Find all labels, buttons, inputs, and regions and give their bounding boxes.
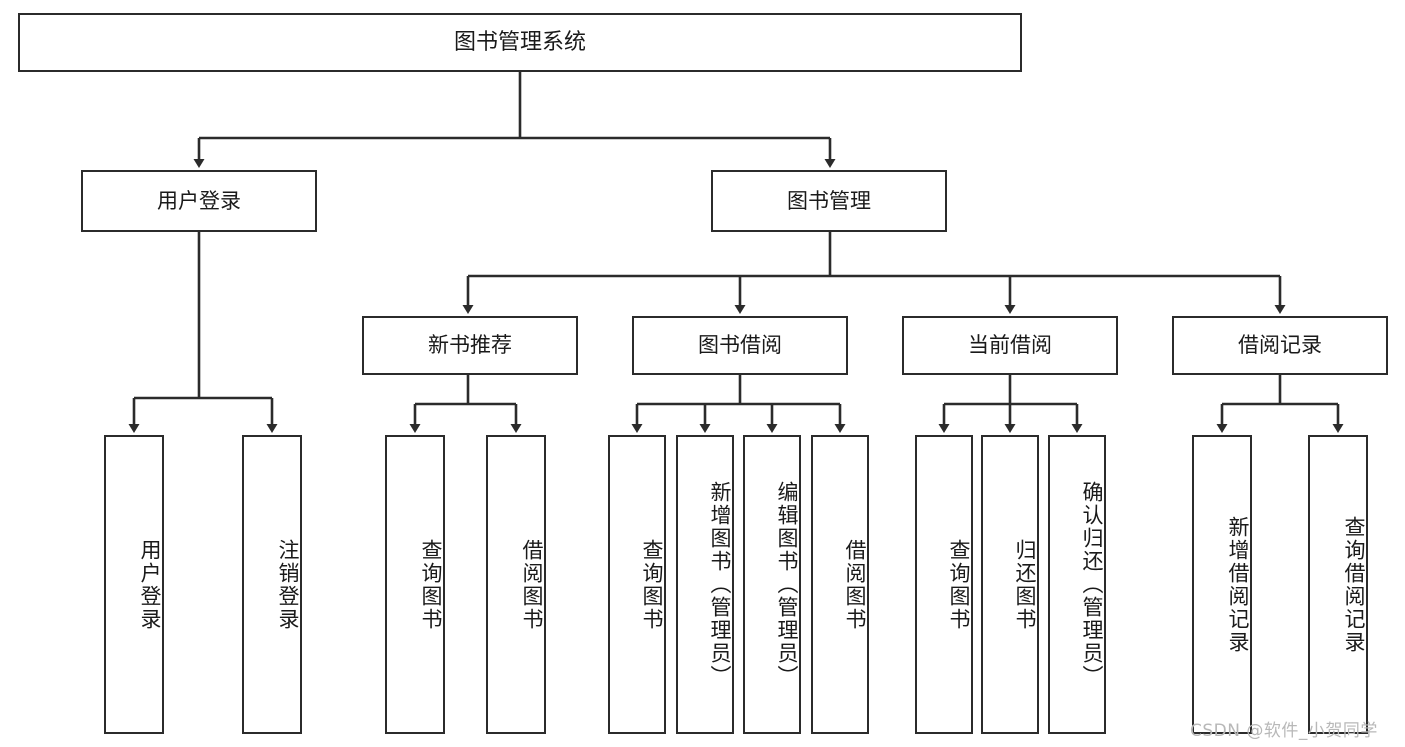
node-user-login[interactable]: 用户登录	[81, 170, 317, 232]
leaf-label: 查询图书	[419, 538, 443, 631]
leaf-label: 查询图书	[947, 538, 971, 631]
leaf-label: 查询借阅记录	[1342, 515, 1366, 654]
node-new-book-recommend-label: 新书推荐	[428, 333, 512, 358]
leaf-label: 确认归还（管理员）	[1080, 481, 1104, 688]
leaf-label: 用户登录	[138, 538, 162, 631]
leaf-label: 借阅图书	[520, 538, 544, 631]
leaf-label: 借阅图书	[843, 538, 867, 631]
leaf-borrow-record-add[interactable]: 新增借阅记录	[1192, 435, 1252, 734]
node-book-borrow[interactable]: 图书借阅	[632, 316, 848, 375]
leaf-book-borrow-query[interactable]: 查询图书	[608, 435, 666, 734]
leaf-current-borrow-query[interactable]: 查询图书	[915, 435, 973, 734]
leaf-book-borrow-edit[interactable]: 编辑图书（管理员）	[743, 435, 801, 734]
node-user-login-label: 用户登录	[157, 188, 241, 213]
leaf-book-borrow-borrow[interactable]: 借阅图书	[811, 435, 869, 734]
leaf-label: 新增图书（管理员）	[708, 481, 732, 688]
leaf-label: 查询图书	[640, 538, 664, 631]
node-book-borrow-label: 图书借阅	[698, 333, 782, 358]
csdn-watermark: CSDN @软件_小贺同学	[1190, 721, 1378, 741]
leaf-current-borrow-confirm-return[interactable]: 确认归还（管理员）	[1048, 435, 1106, 734]
node-book-management-label: 图书管理	[787, 188, 871, 213]
leaf-new-book-query[interactable]: 查询图书	[385, 435, 445, 734]
node-book-management[interactable]: 图书管理	[711, 170, 947, 232]
leaf-user-login-login[interactable]: 用户登录	[104, 435, 164, 734]
leaf-borrow-record-query[interactable]: 查询借阅记录	[1308, 435, 1368, 734]
leaf-label: 归还图书	[1013, 538, 1037, 631]
leaf-current-borrow-return[interactable]: 归还图书	[981, 435, 1039, 734]
node-new-book-recommend[interactable]: 新书推荐	[362, 316, 578, 375]
leaf-new-book-borrow[interactable]: 借阅图书	[486, 435, 546, 734]
leaf-label: 编辑图书（管理员）	[775, 481, 799, 688]
node-borrow-record-label: 借阅记录	[1238, 333, 1322, 358]
leaf-label: 注销登录	[276, 538, 300, 631]
node-root-system[interactable]: 图书管理系统	[18, 13, 1022, 72]
node-current-borrow-label: 当前借阅	[968, 333, 1052, 358]
leaf-user-login-logout[interactable]: 注销登录	[242, 435, 302, 734]
node-current-borrow[interactable]: 当前借阅	[902, 316, 1118, 375]
leaf-book-borrow-add[interactable]: 新增图书（管理员）	[676, 435, 734, 734]
node-borrow-record[interactable]: 借阅记录	[1172, 316, 1388, 375]
node-root-label: 图书管理系统	[453, 29, 586, 55]
leaf-label: 新增借阅记录	[1226, 515, 1250, 654]
